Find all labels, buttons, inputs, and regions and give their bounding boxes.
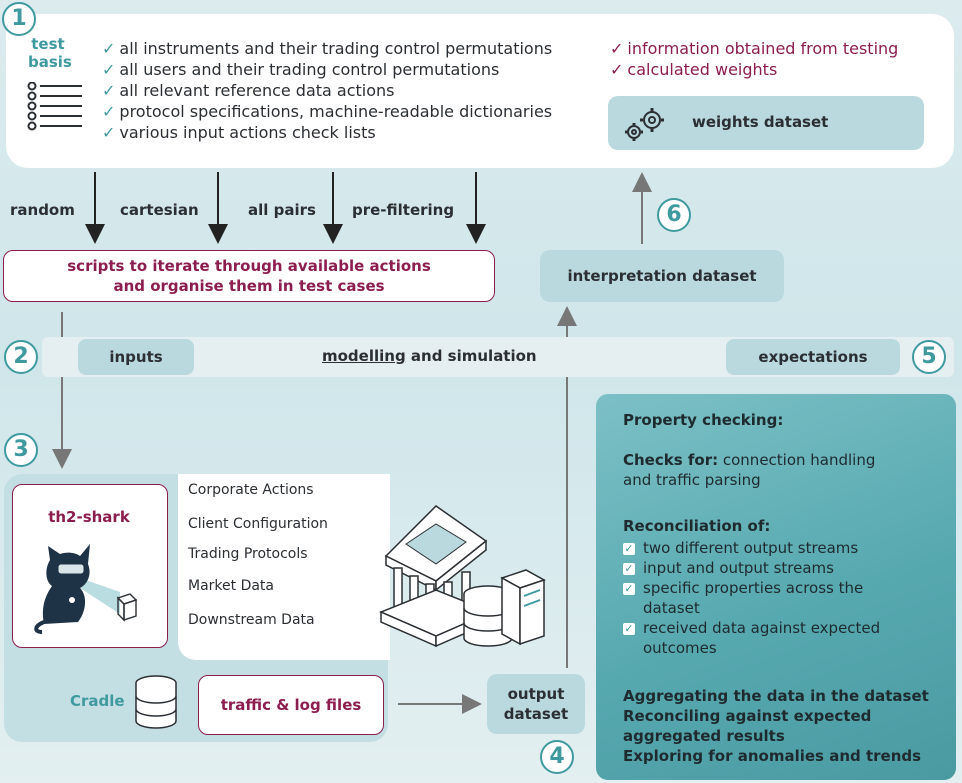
list-item: ✓specific properties across the: [623, 579, 864, 597]
step-3-badge: 3: [4, 433, 38, 467]
weights-dataset-box: [608, 96, 924, 150]
property-checking-title: Property checking:: [623, 411, 784, 429]
aggregation-summary: Aggregating the data in the dataset Reco…: [623, 687, 929, 765]
checkbox-icon: ✓: [623, 622, 635, 635]
check-icon: ✓: [610, 39, 624, 58]
traffic-log-files-box: traffic & log files: [198, 675, 384, 735]
list-item: ✓input and output streams: [623, 559, 834, 577]
checkbox-icon: ✓: [623, 562, 635, 575]
list-icon: [27, 82, 82, 131]
flow-trading-protocols: Trading Protocols: [188, 546, 308, 562]
reconciliation-title: Reconciliation of:: [623, 517, 771, 535]
strategy-random: random: [10, 201, 75, 219]
step-6-badge: 6: [657, 198, 691, 232]
data-flows-area: [178, 474, 390, 660]
step-1-badge: 1: [2, 2, 36, 36]
step-2-badge: 2: [4, 340, 38, 374]
shark-cat-mascot-icon: [34, 544, 138, 634]
checklist-item: ✓all relevant reference data actions: [102, 81, 395, 100]
inputs-pill: inputs: [78, 339, 194, 375]
check-icon: ✓: [102, 39, 116, 58]
flow-market-data: Market Data: [188, 578, 275, 594]
weights-sources-checklist: ✓information obtained from testing ✓calc…: [610, 38, 898, 80]
database-icon: [135, 675, 177, 729]
check-icon: ✓: [102, 81, 116, 100]
test-basis-label: test basis: [28, 35, 72, 71]
checks-for-text: Checks for: connection handling and traf…: [623, 451, 876, 489]
th2-shark-box: [12, 484, 168, 648]
scripts-box: scripts to iterate through available act…: [3, 250, 495, 302]
checklist-item: ✓information obtained from testing: [610, 39, 899, 58]
checklist-item: ✓all instruments and their trading contr…: [102, 39, 553, 58]
checklist-item: ✓protocol specifications, machine-readab…: [102, 102, 553, 121]
list-item: ✓two different output streams: [623, 539, 859, 557]
check-icon: ✓: [102, 102, 116, 121]
step-5-badge: 5: [912, 340, 946, 374]
exchange-building-icon: [379, 505, 546, 648]
check-icon: ✓: [102, 123, 116, 142]
interpretation-dataset-box: interpretation dataset: [540, 250, 784, 302]
list-item: ✓received data against expected: [623, 619, 881, 637]
modelling-label: modelling and simulation: [322, 347, 537, 365]
step-4-badge: 4: [540, 740, 574, 774]
check-icon: ✓: [610, 60, 624, 79]
check-icon: ✓: [102, 60, 116, 79]
cradle-label: Cradle: [70, 692, 125, 710]
strategy-cartesian: cartesian: [120, 201, 199, 219]
flow-downstream-data: Downstream Data: [188, 612, 315, 628]
checklist-item: ✓various input actions check lists: [102, 123, 376, 142]
checklist-item: ✓calculated weights: [610, 60, 778, 79]
checklist-item: ✓all users and their trading control per…: [102, 60, 500, 79]
flow-client-configuration: Client Configuration: [188, 516, 328, 532]
strategy-pre-filtering: pre-filtering: [352, 201, 455, 219]
strategy-all-pairs: all pairs: [248, 201, 316, 219]
flow-corporate-actions: Corporate Actions: [188, 482, 314, 498]
checkbox-icon: ✓: [623, 582, 635, 595]
expectations-pill: expectations: [726, 339, 900, 375]
reconciliation-list: ✓two different output streams ✓input and…: [623, 538, 943, 658]
output-dataset-box: output dataset: [487, 674, 585, 734]
weights-dataset-label: weights dataset: [692, 113, 829, 131]
property-checking-panel: [596, 394, 956, 780]
test-basis-checklist: ✓all instruments and their trading contr…: [102, 38, 552, 143]
th2-shark-label: th2-shark: [48, 508, 130, 526]
checkbox-icon: ✓: [623, 542, 635, 555]
gears-icon: [625, 108, 664, 141]
